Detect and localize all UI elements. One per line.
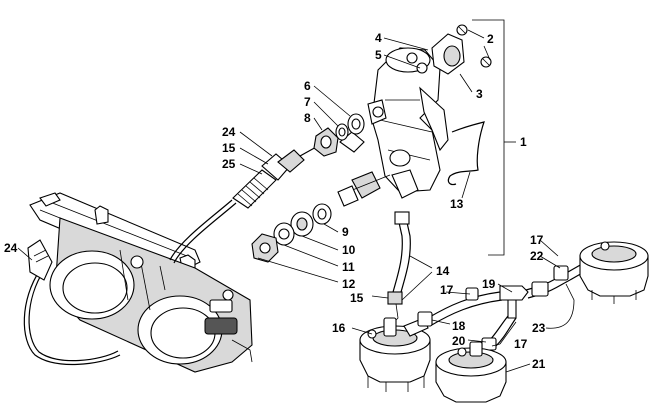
callout-9: 9 bbox=[342, 225, 349, 239]
callout-2: 2 bbox=[487, 32, 494, 46]
callout-22: 22 bbox=[530, 249, 544, 263]
callout-labels: 1 2 3 4 5 6 7 8 9 10 11 12 13 14 15 15 1… bbox=[4, 31, 546, 371]
callout-24-upper: 24 bbox=[222, 125, 236, 139]
oil-pump-body bbox=[337, 24, 492, 207]
throttle-cable bbox=[23, 145, 319, 365]
callout-17-lower: 17 bbox=[514, 337, 528, 351]
callout-16: 16 bbox=[332, 321, 346, 335]
callout-17-top: 17 bbox=[530, 233, 544, 247]
callout-25: 25 bbox=[222, 157, 236, 171]
callout-19: 19 bbox=[482, 277, 496, 291]
callout-15-upper: 15 bbox=[222, 141, 236, 155]
callout-24-left: 24 bbox=[4, 241, 18, 255]
callout-20: 20 bbox=[452, 334, 466, 348]
pulse-pump-16 bbox=[359, 317, 431, 392]
carburetor-assembly bbox=[29, 192, 253, 373]
callout-8: 8 bbox=[304, 111, 311, 125]
fuel-line-20 bbox=[481, 315, 517, 351]
pulse-pump-23 bbox=[579, 241, 649, 304]
wire-clip bbox=[447, 121, 485, 186]
washers-and-nuts bbox=[251, 113, 365, 263]
callout-17-middle: 17 bbox=[440, 283, 454, 297]
callout-4: 4 bbox=[375, 31, 382, 45]
callout-5: 5 bbox=[375, 48, 382, 62]
callout-21: 21 bbox=[532, 357, 546, 371]
callout-3: 3 bbox=[476, 87, 483, 101]
callout-13: 13 bbox=[450, 197, 464, 211]
callout-10: 10 bbox=[342, 243, 356, 257]
callout-15-lower: 15 bbox=[350, 291, 364, 305]
callout-leaders bbox=[17, 19, 575, 373]
callout-1: 1 bbox=[520, 135, 527, 149]
callout-12: 12 bbox=[342, 277, 356, 291]
callout-23: 23 bbox=[532, 321, 546, 335]
callout-11: 11 bbox=[342, 260, 355, 274]
fuel-line-22 bbox=[525, 263, 585, 299]
callout-18: 18 bbox=[452, 319, 466, 333]
callout-7: 7 bbox=[304, 95, 311, 109]
fuel-line-to-pump-16 bbox=[385, 211, 411, 331]
callout-14: 14 bbox=[436, 264, 450, 278]
callout-6: 6 bbox=[304, 79, 311, 93]
pulse-pump-21 bbox=[435, 341, 507, 403]
